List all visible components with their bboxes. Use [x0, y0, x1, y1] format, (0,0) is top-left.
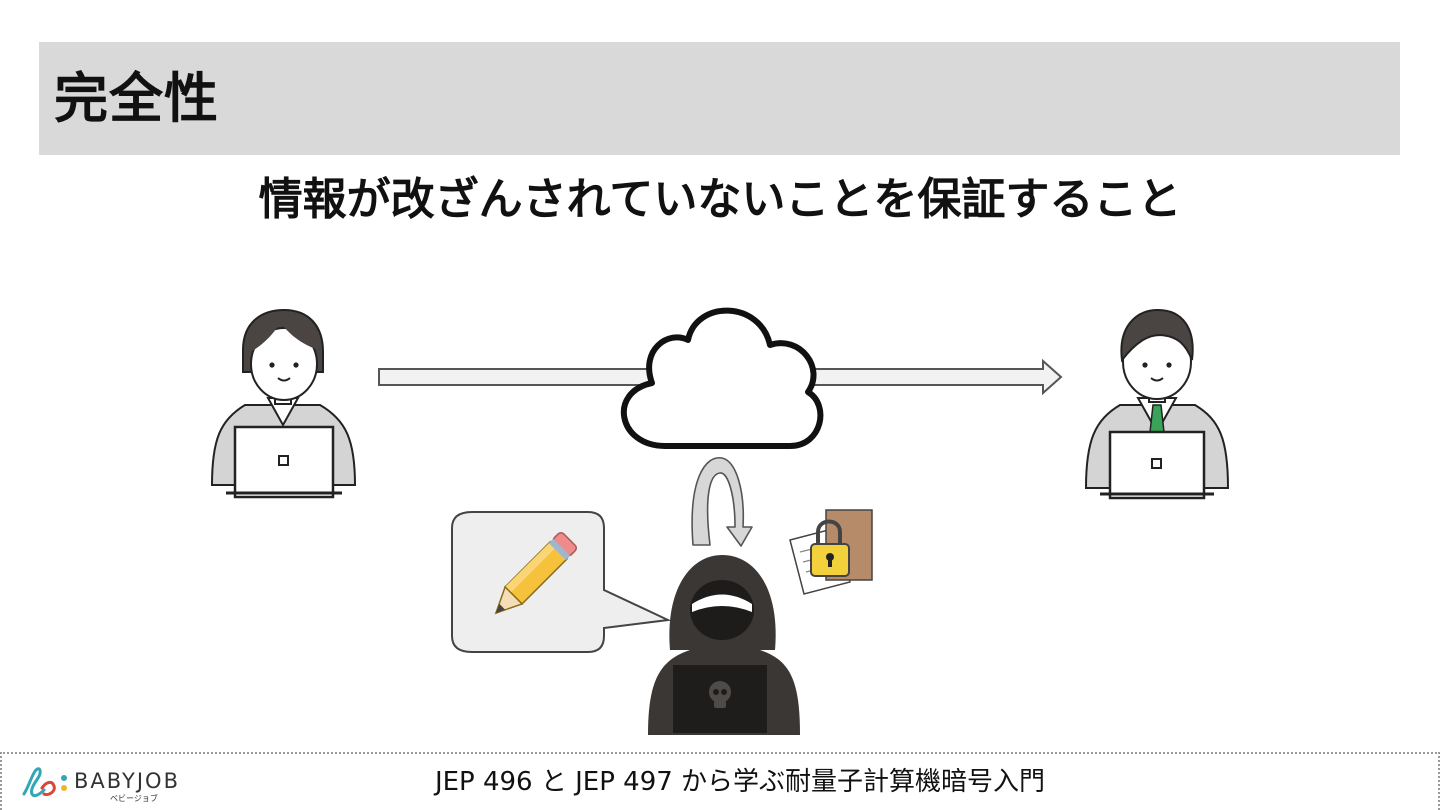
businessman-laptop-icon — [1084, 308, 1230, 500]
locked-document-icon — [789, 509, 873, 595]
title-band — [39, 42, 1400, 155]
babyjob-logo: BABYJOB ベビージョブ — [22, 767, 180, 803]
pencil-icon — [494, 531, 578, 615]
slide-subtitle: 情報が改ざんされていないことを保証すること — [258, 174, 1182, 225]
businesswoman-laptop-icon — [210, 308, 357, 499]
hooded-hacker-icon — [648, 555, 800, 735]
babyjob-logo-subtext: ベビージョブ — [110, 793, 158, 803]
footer-caption: JEP 496 と JEP 497 から学ぶ耐量子計算機暗号入門 — [434, 767, 1046, 797]
integrity-illustration — [210, 307, 1230, 735]
slide-title: 完全性 — [54, 67, 219, 130]
footer: BABYJOB ベビージョブ — [0, 752, 1440, 810]
cloud-icon — [620, 307, 824, 449]
speech-bubble — [451, 511, 672, 653]
tamper-arrow-icon — [691, 457, 753, 547]
babyjob-logo-text: BABYJOB — [74, 769, 180, 793]
footer-caption-wrap: JEP 496 と JEP 497 から学ぶ耐量子計算機暗号入門 — [0, 762, 1440, 802]
